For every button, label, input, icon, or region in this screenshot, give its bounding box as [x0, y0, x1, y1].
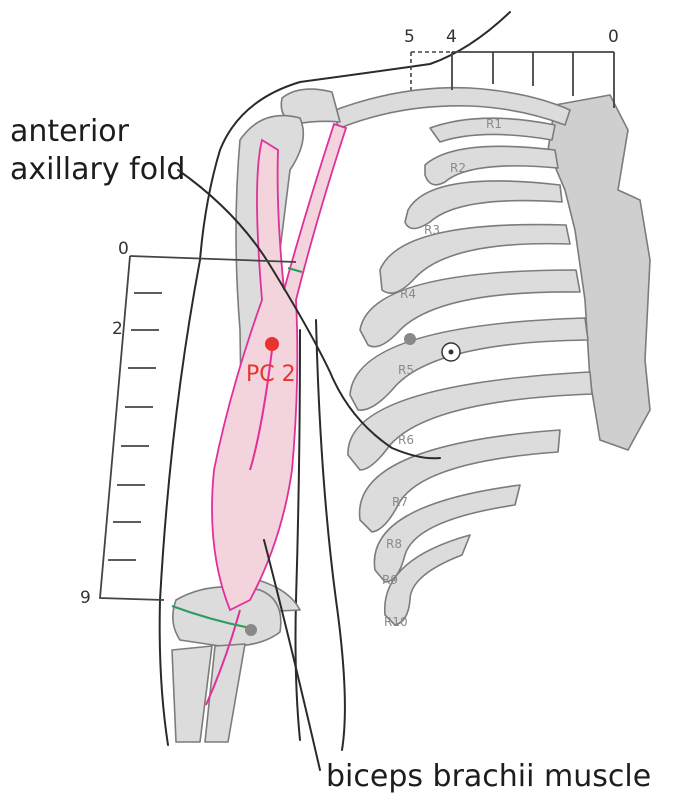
rib-label: R7	[392, 495, 408, 509]
rib-label: R10	[384, 615, 408, 629]
rib-bones	[348, 118, 592, 625]
rib-label: R2	[450, 161, 466, 175]
anterior-label-line1: anterior	[10, 114, 130, 149]
rib-label: R1	[486, 117, 502, 131]
chest-point-dot	[404, 333, 416, 345]
arm-scale-label-0: 0	[118, 239, 129, 259]
arm-scale-label-2: 2	[112, 319, 123, 339]
elbow-point-dot	[245, 624, 257, 636]
rib-label: R5	[398, 363, 414, 377]
rib-label: R3	[424, 223, 440, 237]
nipple-center	[449, 350, 454, 355]
anterior-label-line2: axillary fold	[10, 152, 185, 187]
biceps-leader	[264, 540, 320, 770]
chest-scale-label-0: 0	[608, 27, 619, 47]
chest-scale-label-4: 4	[446, 27, 457, 47]
chest-scale-label-5: 5	[404, 27, 415, 47]
acupoint-pc2	[265, 337, 279, 351]
rib-label: R8	[386, 537, 402, 551]
rib-label: R6	[398, 433, 414, 447]
arm-scale-label-9: 9	[80, 588, 91, 608]
ribcage: R1 R2 R3 R4 R5 R6 R7 R8 R9 R10	[281, 88, 650, 629]
rib-label: R9	[382, 573, 398, 587]
rib-label: R4	[400, 287, 416, 301]
biceps-label: biceps brachii muscle	[326, 759, 651, 794]
acupoint-label: PC 2	[246, 362, 296, 387]
